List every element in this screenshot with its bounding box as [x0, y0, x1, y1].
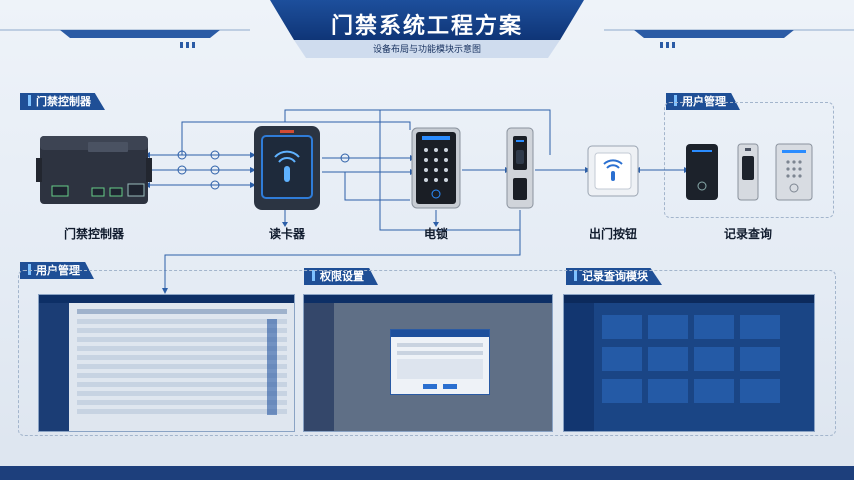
exit-button-icon — [587, 145, 639, 197]
header-graphic — [0, 0, 854, 58]
rfid-strip-lock-icon — [506, 127, 534, 209]
tag-records: 记录查询模块 — [566, 268, 662, 285]
user-keypad-icon — [775, 143, 813, 201]
page-title: 门禁系统工程方案 — [330, 14, 523, 39]
footer-bar — [0, 466, 854, 480]
card-reader-icon — [254, 126, 320, 210]
tag-user-management-top: 用户管理 — [666, 93, 740, 110]
permission-dialog — [390, 329, 490, 395]
user-strip-lock-icon — [737, 143, 759, 201]
label-reader: 读卡器 — [268, 227, 305, 241]
user-card-reader-icon — [686, 144, 718, 200]
label-exit-button: 出门按钮 — [588, 227, 637, 241]
label-controller: 门禁控制器 — [63, 227, 124, 241]
records-query-screen — [563, 294, 815, 432]
controller-device-icon — [36, 136, 152, 204]
header-banner — [0, 0, 854, 62]
modules-box — [18, 270, 836, 436]
tag-permission: 权限设置 — [304, 268, 378, 285]
label-lock: 电锁 — [423, 227, 448, 241]
tag-controller: 门禁控制器 — [20, 93, 105, 110]
page-subtitle: 设备布局与功能模块示意图 — [372, 45, 481, 55]
user-devices-box — [664, 102, 834, 218]
label-record-query: 记录查询 — [723, 227, 772, 241]
user-management-screen — [38, 294, 295, 432]
electric-lock-keypad-icon — [411, 127, 461, 209]
permission-settings-screen — [303, 294, 553, 432]
